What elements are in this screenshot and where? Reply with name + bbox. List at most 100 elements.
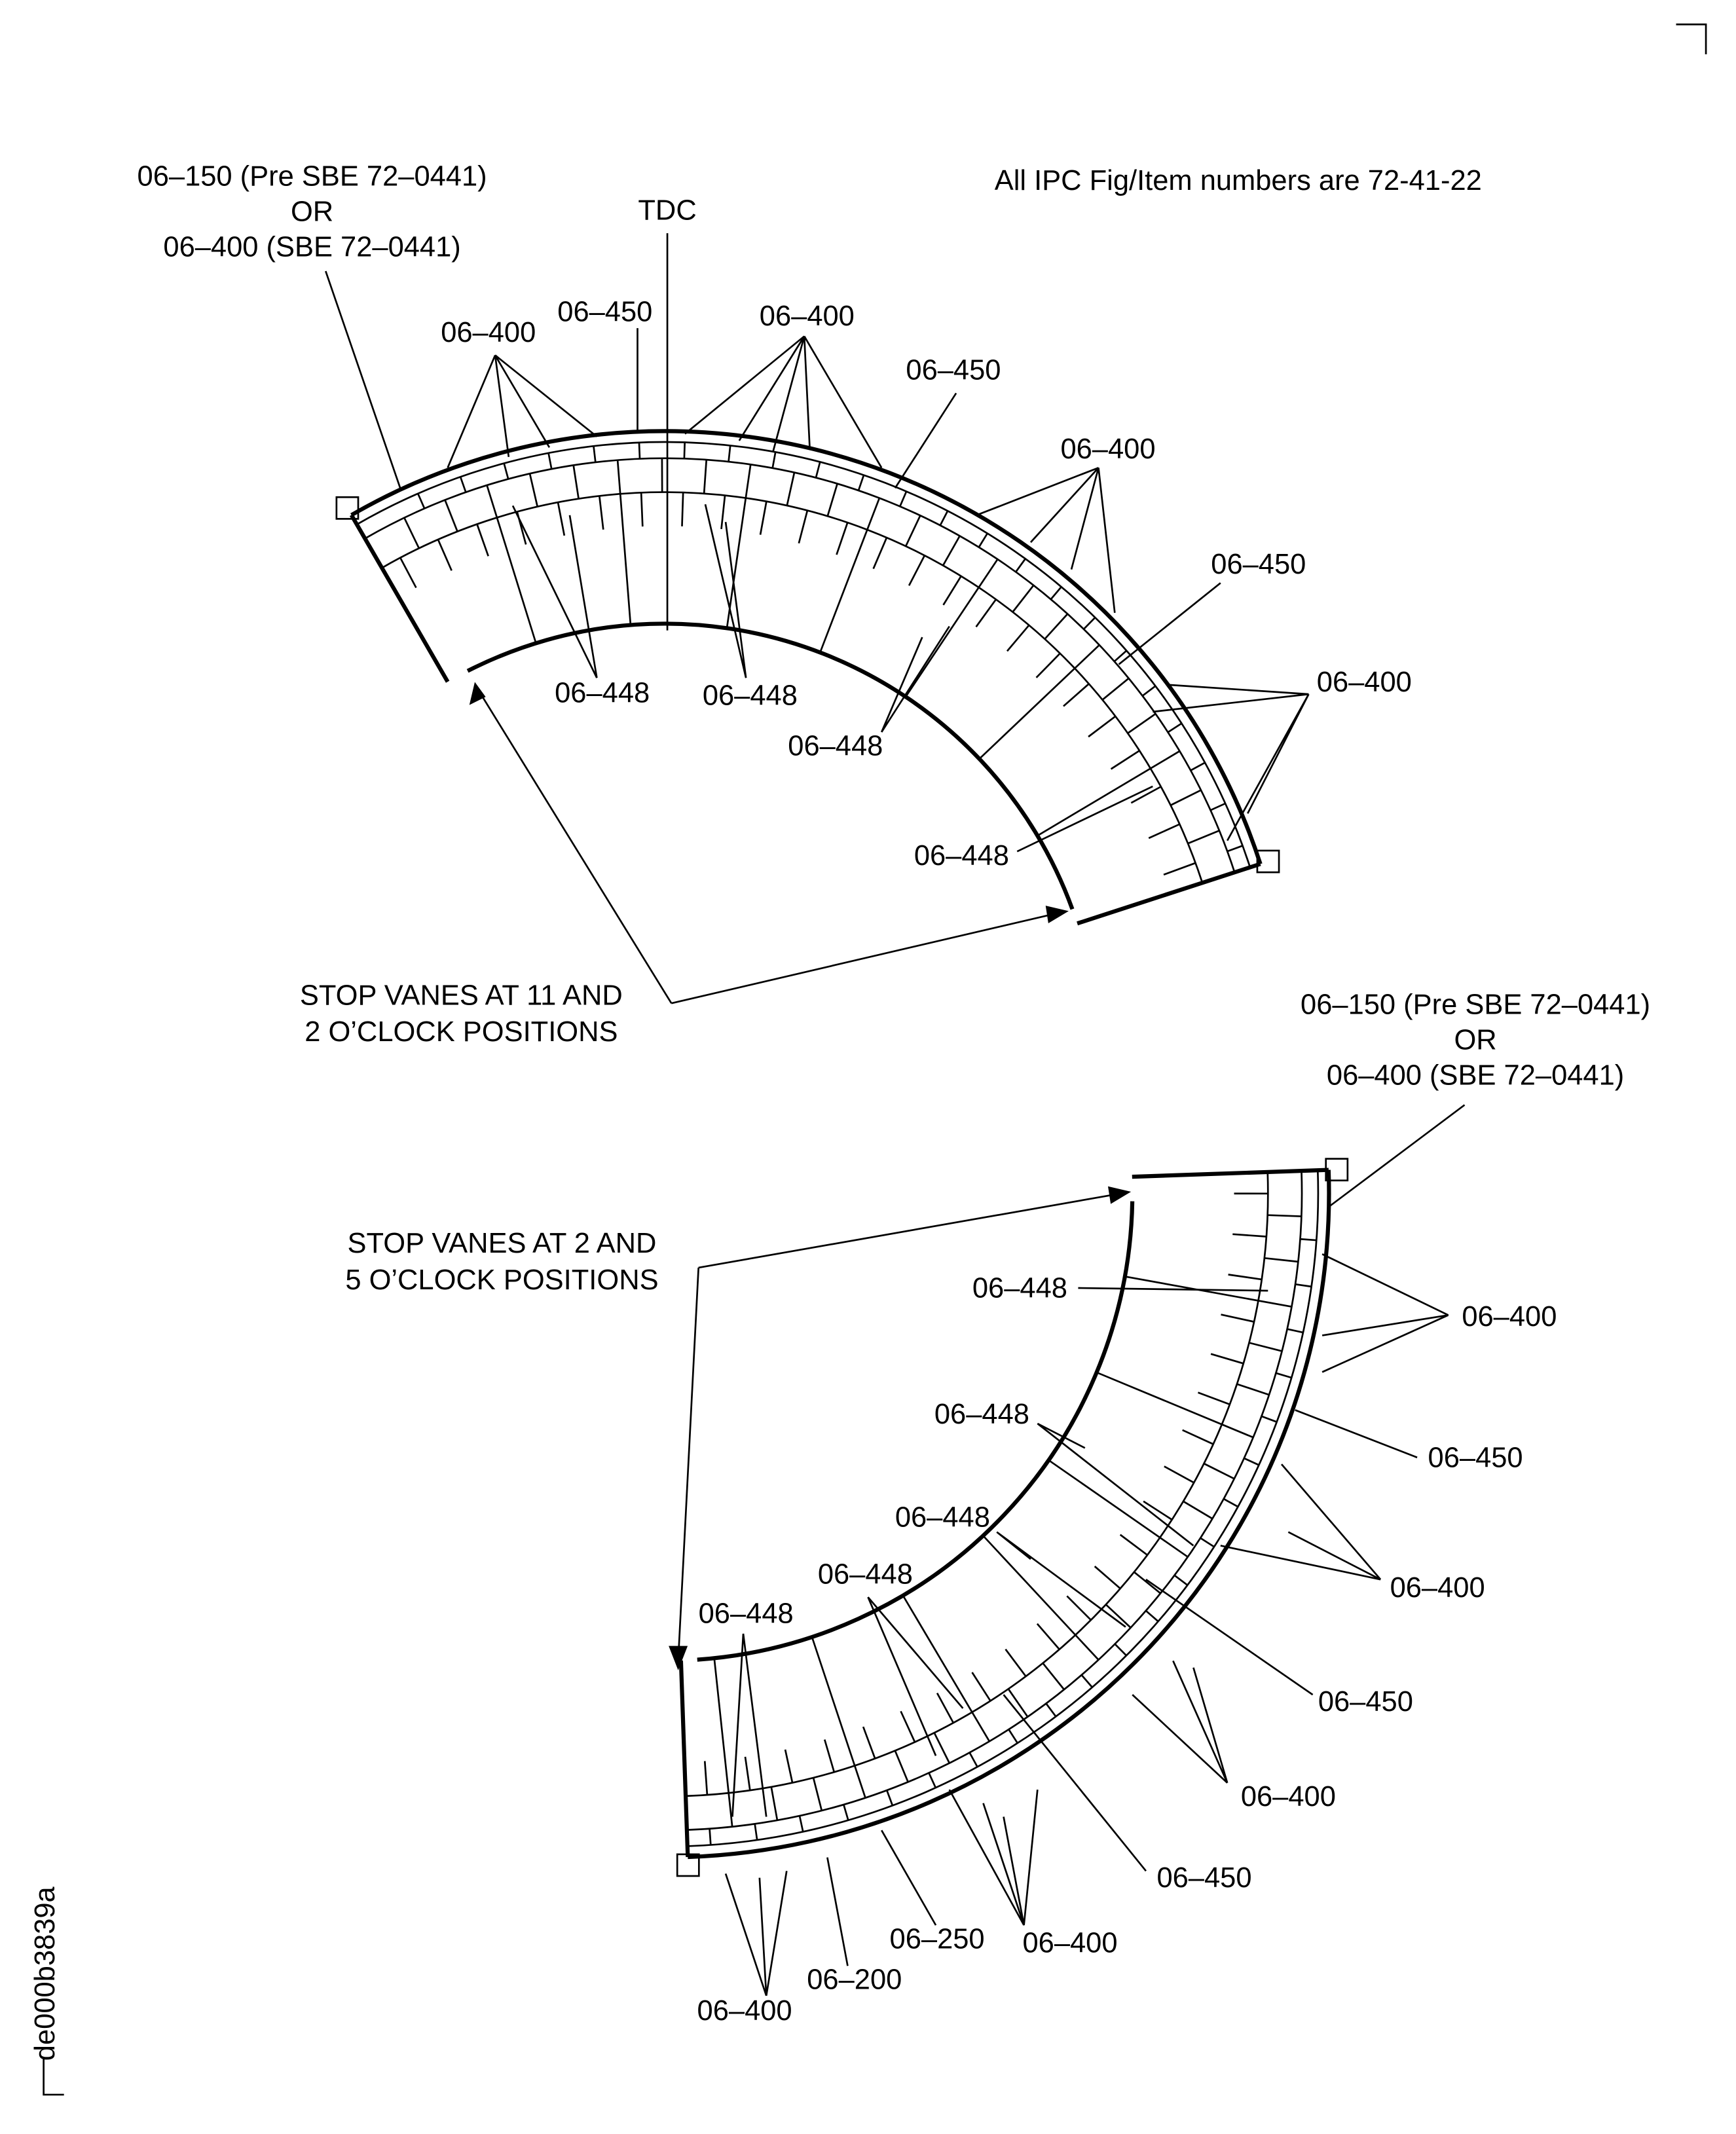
vane-divider [640,492,644,527]
label: 06–400 [1317,667,1412,698]
vane-divider [1134,1571,1162,1594]
vane-divider [836,522,849,555]
vane-ring-arc [356,441,1251,868]
figure-id: de000b3839a [29,1886,61,2061]
label: 06–400 [1462,1301,1557,1333]
vane-divider [811,1636,866,1799]
vane-divider [1080,1674,1093,1688]
vane-divider [975,598,997,628]
vane-divider [978,532,988,548]
vane-divider [703,1761,709,1795]
vane-divider [928,1773,937,1788]
vane-divider [1227,845,1244,853]
label: 06–200 [807,1964,902,1995]
vane-divider [1167,722,1183,733]
vane-divider [1048,1459,1189,1558]
vane-divider [1005,1648,1027,1677]
vane-divider [971,1672,991,1702]
vane-divider [857,475,865,491]
vane-divider [726,464,752,629]
label: 06–450 [1318,1686,1413,1718]
label: 06–400 [1022,1928,1117,1959]
vane-divider [939,510,949,526]
vane-divider [1012,585,1035,613]
label: 06–448 [934,1399,1029,1430]
vane-divider [1228,1274,1263,1281]
corner-mark-bottom-left [43,2058,64,2096]
vane-divider [1249,1342,1282,1352]
label: 06–448 [699,1598,794,1629]
bottom-vane-segment [676,1158,1349,1877]
bottom-alt-callout-1: 06–150 (Pre SBE 72–0441) [1301,989,1650,1021]
label: 06–450 [906,355,1001,386]
vane-divider [713,1658,733,1827]
label: 06–400 [1390,1572,1485,1604]
vane-divider [978,644,1100,760]
vane-ring-arc [697,1201,1135,1662]
label: 06–448 [914,840,1009,872]
vane-divider [1182,1429,1214,1445]
vane-divider [1164,1465,1194,1484]
vane-divider [886,1790,894,1806]
vane-divider [1113,650,1128,663]
vane-divider [1183,1500,1213,1520]
vane-divider [1077,862,1261,926]
vane-divider [1066,1595,1092,1621]
ipc-note: All IPC Fig/Item numbers are 72-41-22 [995,165,1482,196]
vane-divider [1119,1534,1148,1556]
vane-divider [1127,712,1156,734]
vane-ring-arc [687,1170,1320,1847]
label: 06–450 [1428,1442,1523,1473]
vane-divider [678,1660,690,1858]
end-tab [676,1853,700,1877]
vane-divider [1145,1610,1159,1623]
vane-divider [1261,1415,1278,1423]
vane-divider [503,463,509,479]
vane-divider [1044,613,1069,640]
vane-divider [437,539,452,571]
vane-divider [728,445,731,462]
label: 06–400 [1241,1781,1336,1812]
vane-divider [1045,1702,1057,1718]
vane-divider [1036,1623,1060,1650]
vane-divider [908,555,926,586]
top-stop-vanes-1: STOP VANES AT 11 AND [300,980,623,1011]
vane-divider [982,1535,1099,1661]
vane-divider [572,465,580,499]
vane-divider [1221,1314,1255,1323]
vane-divider [933,1732,951,1764]
vane-divider [1063,683,1090,707]
vane-divider [904,559,999,697]
vane-divider [1232,1233,1267,1238]
top-alt-callout-2: 06–400 (SBE 72–0441) [163,231,460,263]
vane-divider [872,537,888,570]
tdc-label: TDC [638,194,696,226]
top-stop-vanes-2: 2 O’CLOCK POSITIONS [305,1016,618,1048]
vane-divider [819,498,881,653]
label: 06–400 [697,1995,792,2027]
top-alt-callout-1: 06–150 (Pre SBE 72–0441) [138,161,487,193]
vane-divider [1197,1391,1230,1405]
vane-ring-arc [686,1171,1303,1831]
vane-divider [1300,1238,1317,1242]
vane-ring-arc [466,621,1075,910]
vane-divider [547,452,553,469]
vane-divider [843,1804,849,1821]
vane-divider [1015,558,1026,573]
label: 06–448 [895,1501,990,1533]
vane-divider [1148,823,1180,839]
vane-divider [444,500,458,532]
end-tab [335,496,360,520]
vane-divider [557,502,566,536]
vane-divider [1210,1353,1244,1365]
vane-divider [1200,1537,1215,1548]
vane-divider [349,514,450,683]
vane-divider [638,442,641,459]
label: 06–448 [555,678,650,709]
vane-ring-arc [688,1169,1331,1860]
top-leaders [325,233,1310,853]
label: 06–400 [760,301,855,332]
vane-divider [770,1786,779,1821]
vane-divider [1132,1168,1329,1179]
